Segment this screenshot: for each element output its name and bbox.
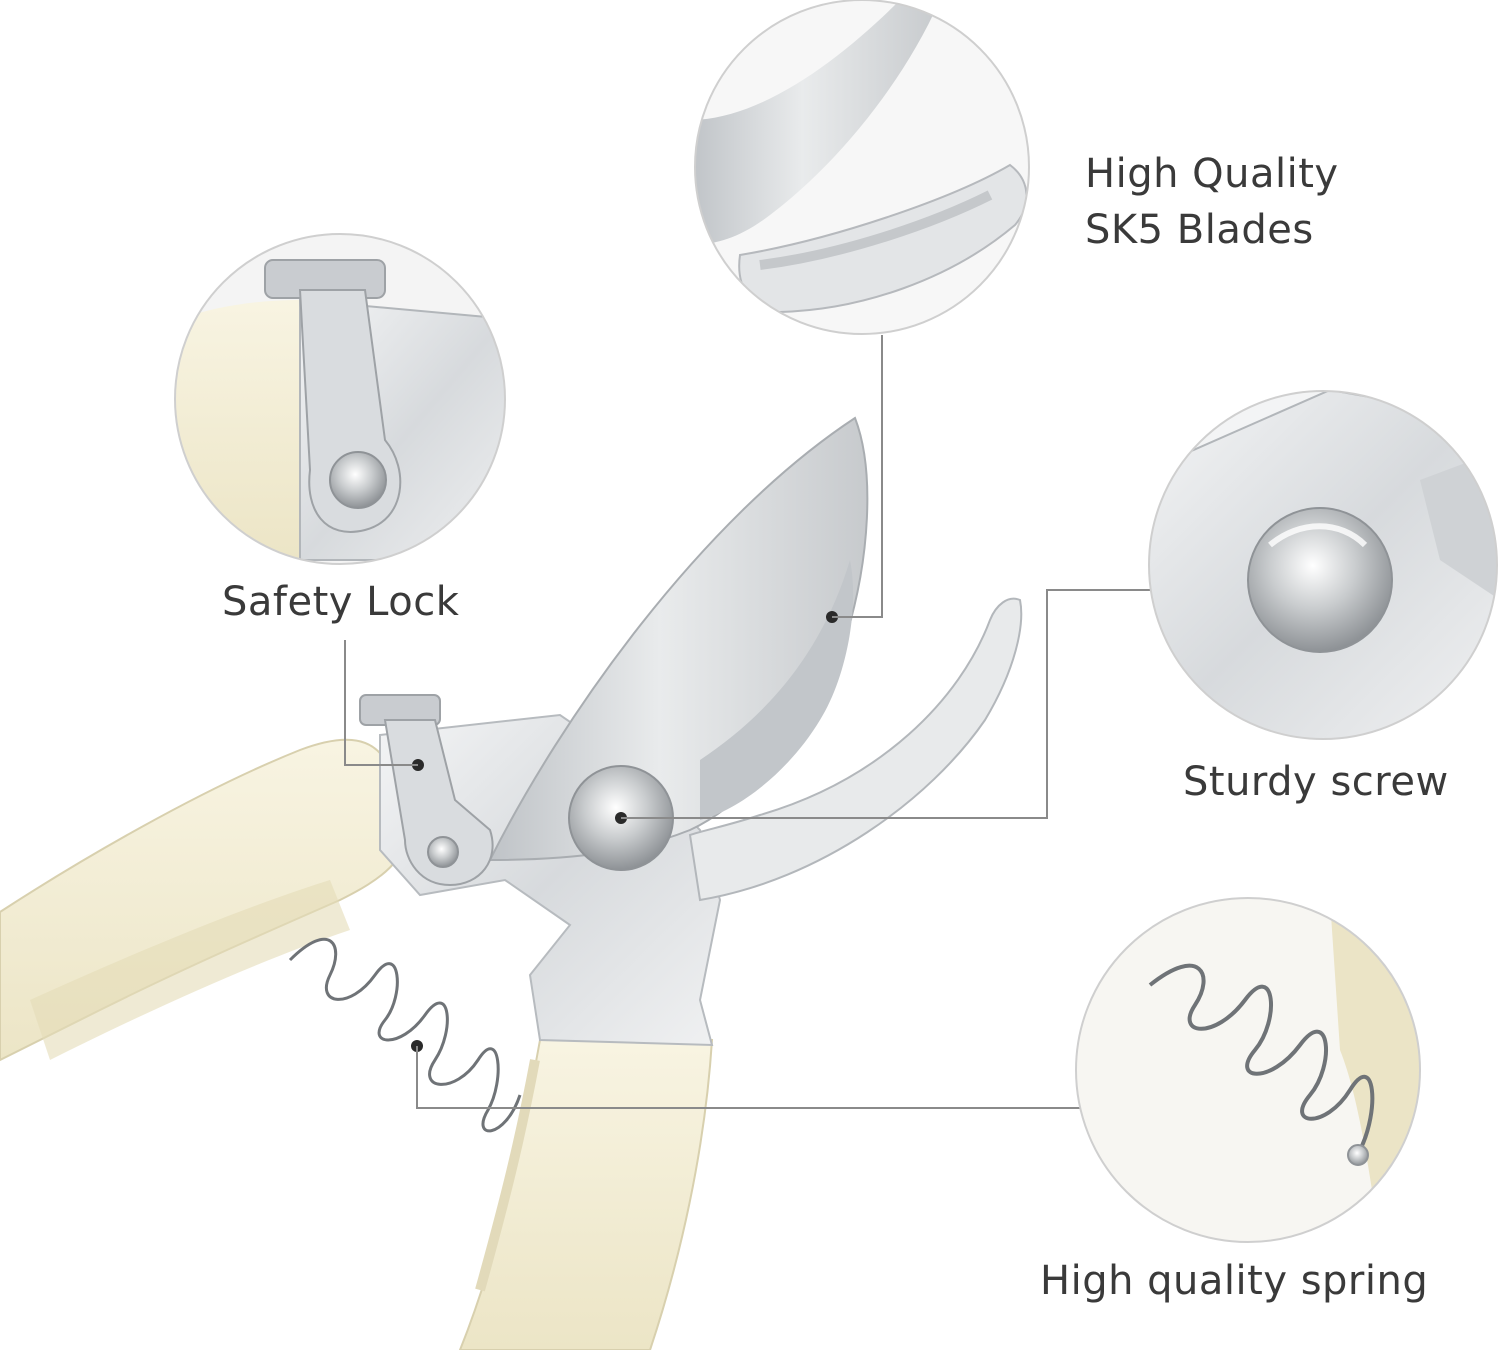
callout-safety-lock: Safety Lock bbox=[222, 579, 460, 625]
leader-spring bbox=[416, 1046, 1080, 1109]
lock-arm bbox=[383, 719, 494, 887]
spring-detail-icon bbox=[1075, 897, 1421, 1243]
safety-lock-detail-icon bbox=[174, 233, 506, 565]
upper-blade-bevel bbox=[700, 560, 854, 820]
lower-blade bbox=[688, 597, 1023, 902]
callout-blades: High Quality SK5 Blades bbox=[1085, 146, 1339, 258]
lower-handle-edge bbox=[475, 1059, 540, 1292]
screw-detail-icon bbox=[1148, 390, 1498, 740]
upper-blade bbox=[488, 416, 869, 862]
leader-lines bbox=[344, 335, 1150, 1109]
leader-lock bbox=[344, 640, 418, 766]
lock-rivet bbox=[427, 836, 459, 868]
upper-handle-shadow bbox=[30, 880, 350, 1060]
callout-spring: High quality spring bbox=[1040, 1258, 1429, 1304]
callout-blades-line2: SK5 Blades bbox=[1085, 207, 1314, 253]
leader-blades bbox=[832, 335, 883, 618]
coil-spring bbox=[288, 937, 522, 1133]
shears-main bbox=[0, 416, 1023, 1350]
leader-screw bbox=[621, 589, 1150, 819]
callout-blades-line1: High Quality bbox=[1085, 151, 1339, 197]
callout-screw: Sturdy screw bbox=[1183, 759, 1449, 805]
blade-detail-icon bbox=[694, 0, 1030, 335]
